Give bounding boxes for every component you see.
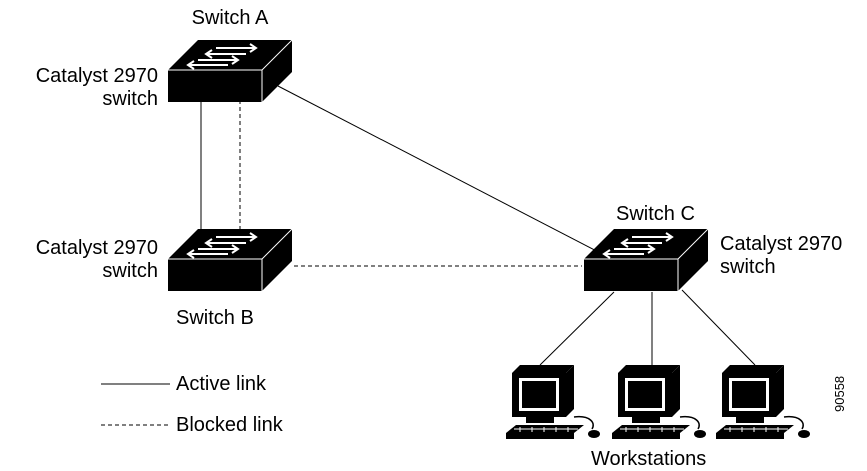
switch-a-icon — [167, 39, 293, 103]
links-layer — [200, 85, 756, 366]
workstation-3-icon — [715, 364, 811, 440]
switch-c-icon — [583, 228, 709, 292]
switch-b-model-line1: Catalyst 2970 — [35, 237, 158, 259]
switch-b-icon — [167, 228, 293, 292]
legend-blocked-label: Blocked link — [176, 414, 283, 436]
switch-a-model-line2: switch — [102, 88, 158, 110]
workstations-label: Workstations — [591, 448, 707, 470]
switch-a-model-line1: Catalyst 2970 — [35, 65, 158, 87]
switch-b-name: Switch B — [176, 307, 254, 329]
link-c-ws3 — [681, 289, 756, 366]
switch-c-model-line2: switch — [720, 256, 776, 278]
switch-b-model: Catalyst 2970 switch — [0, 237, 158, 283]
workstation-2-icon — [611, 364, 707, 440]
switch-a-name: Switch A — [191, 7, 269, 29]
switch-c-model: Catalyst 2970 switch — [720, 233, 842, 279]
workstation-1-icon — [505, 364, 601, 440]
switch-b-model-line2: switch — [102, 260, 158, 282]
switch-c-model-line1: Catalyst 2970 — [720, 233, 843, 255]
link-c-ws1 — [539, 291, 615, 366]
legend-active-label: Active link — [176, 373, 267, 395]
figure-id: 90558 — [832, 375, 847, 412]
link-a-c-active — [277, 85, 611, 259]
switch-a-model: Catalyst 2970 switch — [0, 65, 158, 111]
switch-c-name: Switch C — [616, 203, 695, 225]
